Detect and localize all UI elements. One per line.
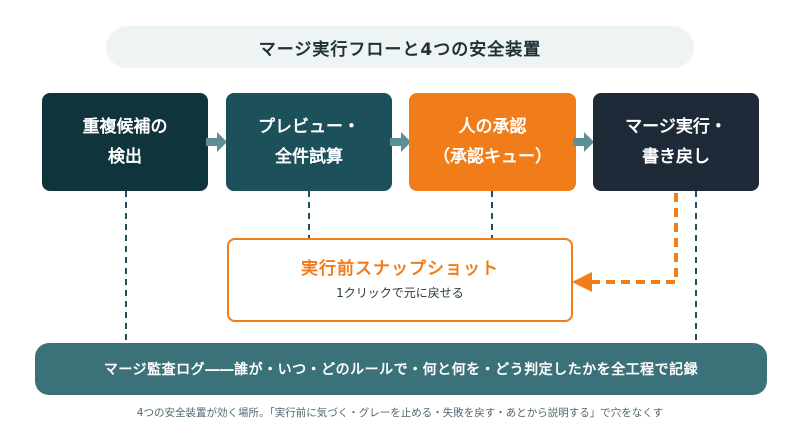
snapshot-title: 実行前スナップショット [301, 259, 499, 279]
step-label-line1: 人の承認 [458, 117, 527, 137]
figure-caption: 4つの安全装置が効く場所。「実行前に気づく・グレーを止める・失敗を戻す・あとから… [136, 407, 664, 419]
audit-log-bar: マージ監査ログ――誰が・いつ・どのルールで・何と何を・どう判定したかを全工程で記… [35, 343, 767, 395]
step-label-line2: （承認キュー） [433, 147, 552, 167]
rollback-path [592, 193, 678, 284]
right-arrow-icon [206, 132, 227, 152]
step-preview: プレビュー・ 全件試算 [226, 93, 392, 191]
snapshot-box: 実行前スナップショット 1クリックで元に戻せる [227, 238, 573, 322]
step-human-approval: 人の承認 （承認キュー） [409, 93, 576, 191]
right-arrow-icon [573, 132, 594, 152]
page-title: マージ実行フローと4つの安全装置 [106, 26, 694, 68]
step-label-line2: 全件試算 [275, 147, 343, 167]
rollback-arrowhead [572, 272, 592, 292]
step-label-line1: マージ実行・ [625, 117, 727, 137]
step-label-line2: 検出 [108, 147, 142, 167]
right-arrow-icon [390, 132, 411, 152]
step-duplicate-detection: 重複候補の 検出 [42, 93, 208, 191]
step-label-line1: 重複候補の [82, 117, 168, 137]
step-label-line2: 書き戻し [642, 147, 710, 167]
step-merge-execution: マージ実行・ 書き戻し [593, 93, 759, 191]
step-label-line1: プレビュー・ [258, 117, 360, 137]
snapshot-subtitle: 1クリックで元に戻せる [336, 286, 464, 300]
